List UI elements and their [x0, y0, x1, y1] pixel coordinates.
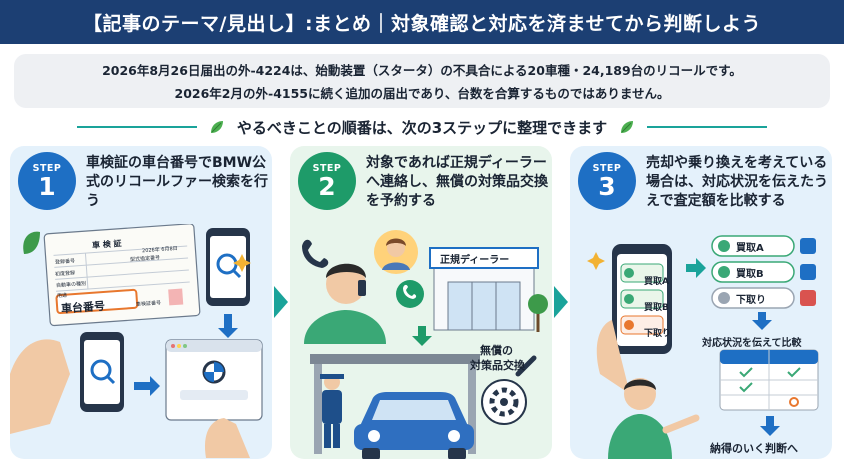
free-replacement-label-2: 対策品交換 [470, 359, 525, 372]
step-2-text: 対象であれば正規ディーラーへ連絡し、無償の対策品交換を予約する [366, 155, 548, 209]
arrow-down-icon [412, 326, 432, 346]
step-1-number: 1 [38, 171, 56, 201]
step-2-label: STEP [312, 162, 342, 174]
thumbs-up-icon [800, 264, 816, 280]
leaf-icon [621, 121, 634, 133]
summary-line-2: 2026年2月の外-4155に続く追加の届出であり、台数を合算するものではありま… [174, 86, 670, 101]
browser-window [165, 339, 263, 421]
phone-ringing-icon [302, 239, 329, 268]
step-1-text: 車検証の車台番号でBMW公式のリコールファー検索を行う [86, 155, 268, 209]
option-a-label: 買取A [736, 243, 764, 254]
arrow-right-icon [134, 376, 160, 396]
steps-heading: やるべきことの順番は、次の3ステップに整理できます [0, 114, 844, 140]
phone-option-a: 買取A [644, 277, 669, 287]
phone-offers [612, 244, 672, 354]
option-c-label: 下取り [736, 295, 766, 306]
step-2-badge: STEP 2 [298, 152, 356, 210]
step-1-illustration [10, 224, 263, 458]
arrow-down-icon [760, 416, 780, 436]
phone-option-c: 下取り [644, 329, 672, 339]
comparison-table [719, 349, 819, 411]
certificate-title: 車 検 証 [91, 238, 122, 251]
title-bar: 【記事のテーマ/見出し】:まとめ｜対象確認と対応を済ませてから判断しよう [0, 0, 844, 44]
step-3-number: 3 [598, 171, 616, 201]
step-2-illustration [302, 230, 548, 459]
arrow-down-icon [752, 312, 772, 330]
final-decision-label: 納得のいく判断へ [710, 442, 798, 455]
thumbs-up-icon [800, 238, 816, 254]
car-icon [354, 392, 474, 459]
option-pill-c [711, 287, 795, 309]
hand-icon [596, 320, 630, 394]
page-title: 【記事のテーマ/見出し】:まとめ｜対象確認と対応を済ませてから判断しよう [83, 12, 761, 35]
option-b-label: 買取B [736, 269, 764, 280]
dealer-building [429, 247, 539, 331]
summary-box: 2026年8月26日届出の外-4224は、始動装置（スタータ）の不具合による20… [14, 54, 830, 108]
free-replacement-label-1: 無償の [480, 344, 513, 357]
certificate-row-1: 登録番号 [54, 258, 76, 266]
phone-search [206, 228, 250, 306]
dealer-staff-avatar [374, 230, 418, 274]
dealer-sign-label: 正規ディーラー [440, 255, 510, 266]
step-3-badge: STEP 3 [578, 152, 636, 210]
compare-label: 対応状況を伝えて比較 [702, 338, 802, 349]
steps-heading-text: やるべきことの順番は、次の3ステップに整理できます [236, 118, 608, 137]
step-1-badge: STEP 1 [18, 152, 76, 210]
certificate-row-2: 初度登録 [54, 270, 76, 278]
step-2-panel: STEP 2 対象であれば正規ディーラーへ連絡し、無償の対策品交換を予約する [290, 146, 552, 459]
step-3-label: STEP [592, 162, 622, 174]
arrow-down-icon [218, 314, 238, 338]
phone-call-icon [396, 280, 424, 308]
mechanic [320, 374, 344, 448]
phone-search-2 [80, 332, 124, 412]
option-pill-a [711, 235, 795, 257]
step-1-label: STEP [32, 162, 62, 174]
hand-icon [204, 418, 250, 458]
option-pill-b [711, 261, 795, 283]
person-pointing [608, 378, 700, 459]
wrench-icon [515, 355, 537, 377]
certificate-row-4: 用途 [56, 292, 68, 300]
chassis-number-label: 車台番号 [60, 299, 106, 316]
step-3-text: 売却や乗り換えを考えている場合は、対応状況を伝えたうえで査定額を比較する [646, 155, 828, 209]
step-1-panel: STEP 1 車検証の車台番号でBMW公式のリコールファー検索を行う [10, 146, 272, 459]
step-3-panel: STEP 3 売却や乗り換えを考えている場合は、対応状況を伝えたうえで査定額を比… [570, 146, 832, 459]
service-garage [310, 354, 480, 454]
heading-rule-right [647, 126, 768, 128]
hand-icon [10, 339, 70, 434]
person-on-phone [304, 263, 386, 344]
plant-icon [23, 231, 40, 254]
summary-line-1: 2026年8月26日届出の外-4224は、始動装置（スタータ）の不具合による20… [102, 63, 742, 78]
thumbs-down-icon [800, 290, 816, 306]
arrow-right-icon [686, 258, 706, 278]
heading-rule-left [76, 126, 197, 128]
leaf-icon [210, 121, 223, 133]
phone-option-b: 買取B [644, 303, 669, 313]
step-3-illustration [587, 235, 819, 459]
arrow-right-icon [554, 286, 568, 318]
vehicle-certificate [43, 224, 201, 327]
arrow-right-icon [274, 286, 288, 318]
gear-icon [481, 379, 527, 425]
step-2-number: 2 [318, 171, 336, 201]
